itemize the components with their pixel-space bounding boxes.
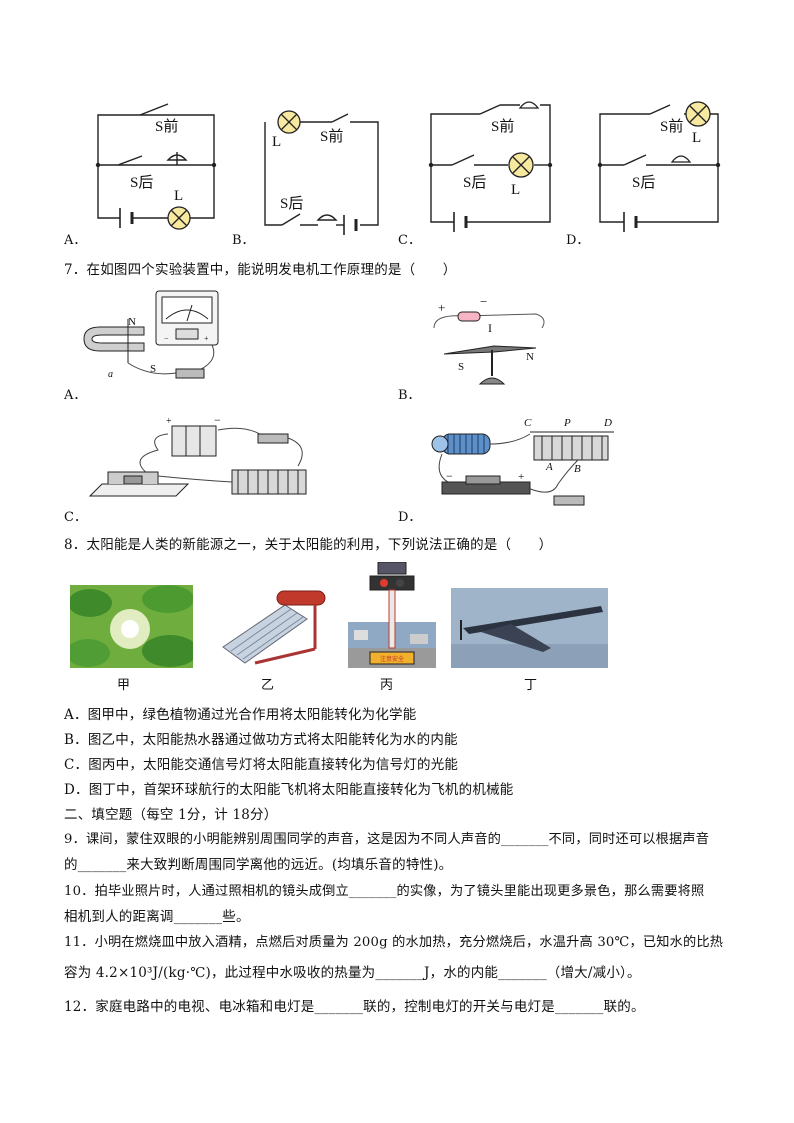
- circuit-c: [430, 104, 551, 223]
- circuit-option-d: D．: [566, 233, 590, 248]
- label-s-front: S前: [660, 118, 683, 135]
- q10-line1: 10．拍毕业照片时，人通过照相机的镜头成倒立_______的实像，为了镜头里能出…: [64, 884, 705, 899]
- q7d-label-plus: +: [518, 471, 524, 483]
- circuit-b: [264, 113, 379, 226]
- q7-option-c: C．: [64, 510, 87, 525]
- q7-option-a: A．: [64, 388, 87, 403]
- circuit-option-c: C．: [398, 233, 421, 248]
- label-s-back: S后: [463, 174, 486, 191]
- lamp-icon: [167, 206, 191, 230]
- q7a-label-a: a: [108, 369, 113, 380]
- svg-text:+: +: [204, 334, 209, 343]
- q7c-label-plus: +: [166, 416, 172, 427]
- q7a-label-s: S: [150, 363, 156, 375]
- q7b-label-i: I: [488, 321, 492, 335]
- q7-figure-c: + −: [88, 414, 307, 497]
- q7-figure-b: + − I N S: [433, 294, 545, 385]
- q7a-label-n: N: [128, 316, 136, 328]
- q11-line1: 11．小明在燃烧皿中放入酒精，点燃后对质量为 200g 的水加热，充分燃烧后，水…: [64, 935, 724, 950]
- q7-option-b: B．: [398, 388, 421, 403]
- circuit-option-b: B．: [232, 233, 255, 248]
- label-lamp: L: [692, 130, 701, 146]
- circuit-a: [97, 103, 215, 219]
- lamp-icon: [508, 152, 534, 178]
- q7-stem: 7．在如图四个实验装置中，能说明发电机工作原理的是（ ）: [64, 262, 457, 278]
- q8-stem: 8．太阳能是人类的新能源之一，关于太阳能的利用，下列说法正确的是（ ）: [64, 537, 553, 553]
- q7-option-d: D．: [398, 510, 422, 525]
- q7b-label-s: S: [458, 361, 464, 373]
- label-lamp: L: [511, 182, 520, 198]
- q9-line1: 9．课间，蒙住双眼的小明能辨别周围同学的声音，这是因为不同人声音的_______…: [64, 832, 710, 847]
- q8-caption-ding: 丁: [524, 678, 538, 693]
- label-lamp: L: [174, 188, 183, 204]
- label-s-back: S后: [130, 174, 153, 191]
- label-s-back: S后: [632, 174, 655, 191]
- q11-line2: 容为 4.2×10³J/(kg·℃)，此过程中水吸收的热量为_______J，水…: [64, 965, 641, 981]
- q7d-label-a: A: [545, 461, 553, 473]
- q7d-label-d: D: [603, 417, 612, 429]
- q8-caption-bing: 丙: [380, 678, 394, 693]
- q10-line2: 相机到人的距离调_______些。: [64, 909, 250, 925]
- sign-text: 注意安全: [380, 655, 404, 663]
- q8-option-d: D．图丁中，首架环球航行的太阳能飞机将太阳能直接转化为飞机的机械能: [64, 782, 514, 798]
- q12-line1: 12．家庭电路中的电视、电冰箱和电灯是_______联的，控制电灯的开关与电灯是…: [64, 999, 645, 1015]
- q8-caption-jia: 甲: [117, 678, 131, 693]
- q7d-label-b: B: [574, 463, 581, 475]
- label-s-front: S前: [491, 118, 514, 135]
- label-lamp: L: [272, 134, 281, 150]
- q7b-label-n: N: [526, 351, 534, 363]
- q8-photo-yi: [222, 590, 326, 665]
- svg-text:−: −: [164, 334, 169, 343]
- circuit-option-a: A．: [64, 233, 87, 248]
- q8-photo-ding: [451, 588, 608, 668]
- lamp-icon: [277, 110, 301, 134]
- q7d-label-minus: −: [446, 469, 453, 483]
- q8-caption-yi: 乙: [261, 678, 275, 693]
- label-s-front: S前: [155, 118, 178, 135]
- q7c-label-minus: −: [214, 414, 221, 427]
- label-s-back: S后: [280, 195, 303, 212]
- q8-photo-jia: [70, 585, 193, 668]
- section-title: 二、填空题（每空 1分，计 18分）: [64, 807, 278, 823]
- q7-figure-a: − + N S a: [83, 290, 219, 380]
- q8-photo-bing: 注意安全: [348, 562, 436, 668]
- q8-option-c: C．图丙中，太阳能交通信号灯将太阳能直接转化为信号灯的光能: [64, 757, 459, 773]
- lamp-icon: [685, 101, 711, 127]
- q7-figure-d: C P D A B − +: [431, 417, 614, 506]
- q7d-label-c: C: [524, 417, 532, 429]
- circuit-diagrams: S前 S后 L L S前 S后 S前 S后 L S前 L S后: [95, 101, 721, 235]
- q9-line2: 的_______来大致判断周围同学离他的远近。(均填乐音的特性)。: [64, 857, 453, 873]
- q7b-label-minus: −: [480, 294, 487, 309]
- label-s-front: S前: [320, 128, 343, 145]
- q7b-label-plus: +: [438, 300, 445, 315]
- q7d-label-p: P: [563, 417, 571, 429]
- q8-option-b: B．图乙中，太阳能热水器通过做功方式将太阳能转化为水的内能: [64, 732, 458, 748]
- q8-option-a: A．图甲中，绿色植物通过光合作用将太阳能转化为化学能: [64, 707, 417, 723]
